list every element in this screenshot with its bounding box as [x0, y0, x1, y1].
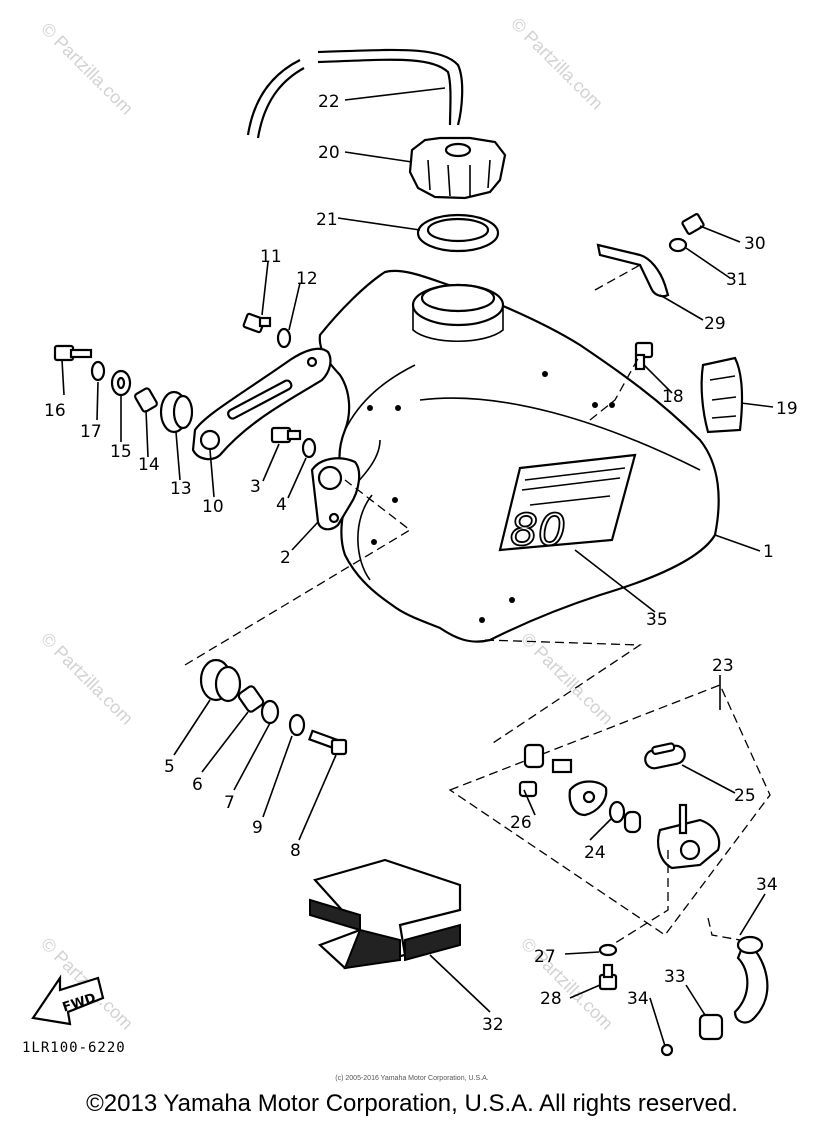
callout-28: 28	[540, 989, 562, 1009]
fuel-cock-assembly	[448, 684, 771, 991]
hardware-upper-left	[53, 312, 317, 459]
callout-34b: 34	[627, 989, 649, 1009]
watermark: © Partzilla.com	[37, 19, 137, 119]
callout-21: 21	[316, 210, 338, 230]
part-fuel-cap	[408, 136, 507, 200]
callout-34a: 34	[756, 875, 778, 895]
watermark: © Partzilla.com	[507, 14, 607, 114]
callout-12: 12	[296, 269, 318, 289]
callout-6: 6	[192, 775, 203, 795]
callout-26: 26	[510, 813, 532, 833]
callout-18: 18	[662, 387, 684, 407]
callout-16: 16	[44, 401, 66, 421]
callout-33: 33	[664, 967, 686, 987]
part-fuel-tank	[318, 269, 720, 643]
hardware-upper-right	[596, 213, 744, 434]
part-sponge	[309, 858, 462, 970]
fwd-arrow-icon: FWD	[31, 974, 105, 1026]
callout-15: 15	[110, 442, 132, 462]
callout-3: 3	[250, 477, 261, 497]
callout-10: 10	[202, 497, 224, 517]
part-breather-hose	[246, 48, 464, 139]
callout-25: 25	[734, 786, 756, 806]
callout-7: 7	[224, 793, 235, 813]
callout-32: 32	[482, 1015, 504, 1035]
callout-11: 11	[260, 247, 282, 267]
part-fuel-hose	[660, 935, 769, 1057]
part-stay-plate	[191, 347, 332, 461]
svg-text:80: 80	[510, 505, 566, 556]
callout-31: 31	[726, 270, 748, 290]
callout-9: 9	[252, 818, 263, 838]
callout-29: 29	[704, 314, 726, 334]
callout-labels: 22 20 21 11 12 30 31 29 18 19 1 35 16 17…	[44, 92, 798, 1035]
part-bracket	[310, 457, 361, 531]
hardware-lower-mount	[199, 658, 348, 756]
callout-22: 22	[318, 92, 340, 112]
small-credit: (c) 2005-2016 Yamaha Motor Corporation, …	[335, 1075, 489, 1082]
callout-13: 13	[170, 479, 192, 499]
watermark: © Partzilla.com	[37, 629, 137, 729]
diagram-code: 1LR100-6220	[22, 1040, 126, 1056]
callout-17: 17	[80, 422, 102, 442]
assembly-lines	[184, 264, 741, 946]
callout-20: 20	[318, 143, 340, 163]
copyright-notice: ©2013 Yamaha Motor Corporation, U.S.A. A…	[86, 1090, 738, 1117]
callout-27: 27	[534, 947, 556, 967]
callout-2: 2	[280, 548, 291, 568]
callout-8: 8	[290, 841, 301, 861]
callout-23: 23	[712, 656, 734, 676]
callout-5: 5	[164, 757, 175, 777]
callout-19: 19	[776, 399, 798, 419]
part-emblem: 80	[498, 453, 637, 557]
callout-24: 24	[584, 843, 606, 863]
part-cap-gasket	[416, 213, 500, 253]
callout-35: 35	[646, 610, 668, 630]
leader-lines	[61, 87, 774, 1047]
callout-1: 1	[763, 542, 774, 562]
callout-30: 30	[744, 234, 766, 254]
callout-4: 4	[276, 495, 287, 515]
callout-14: 14	[138, 455, 160, 475]
